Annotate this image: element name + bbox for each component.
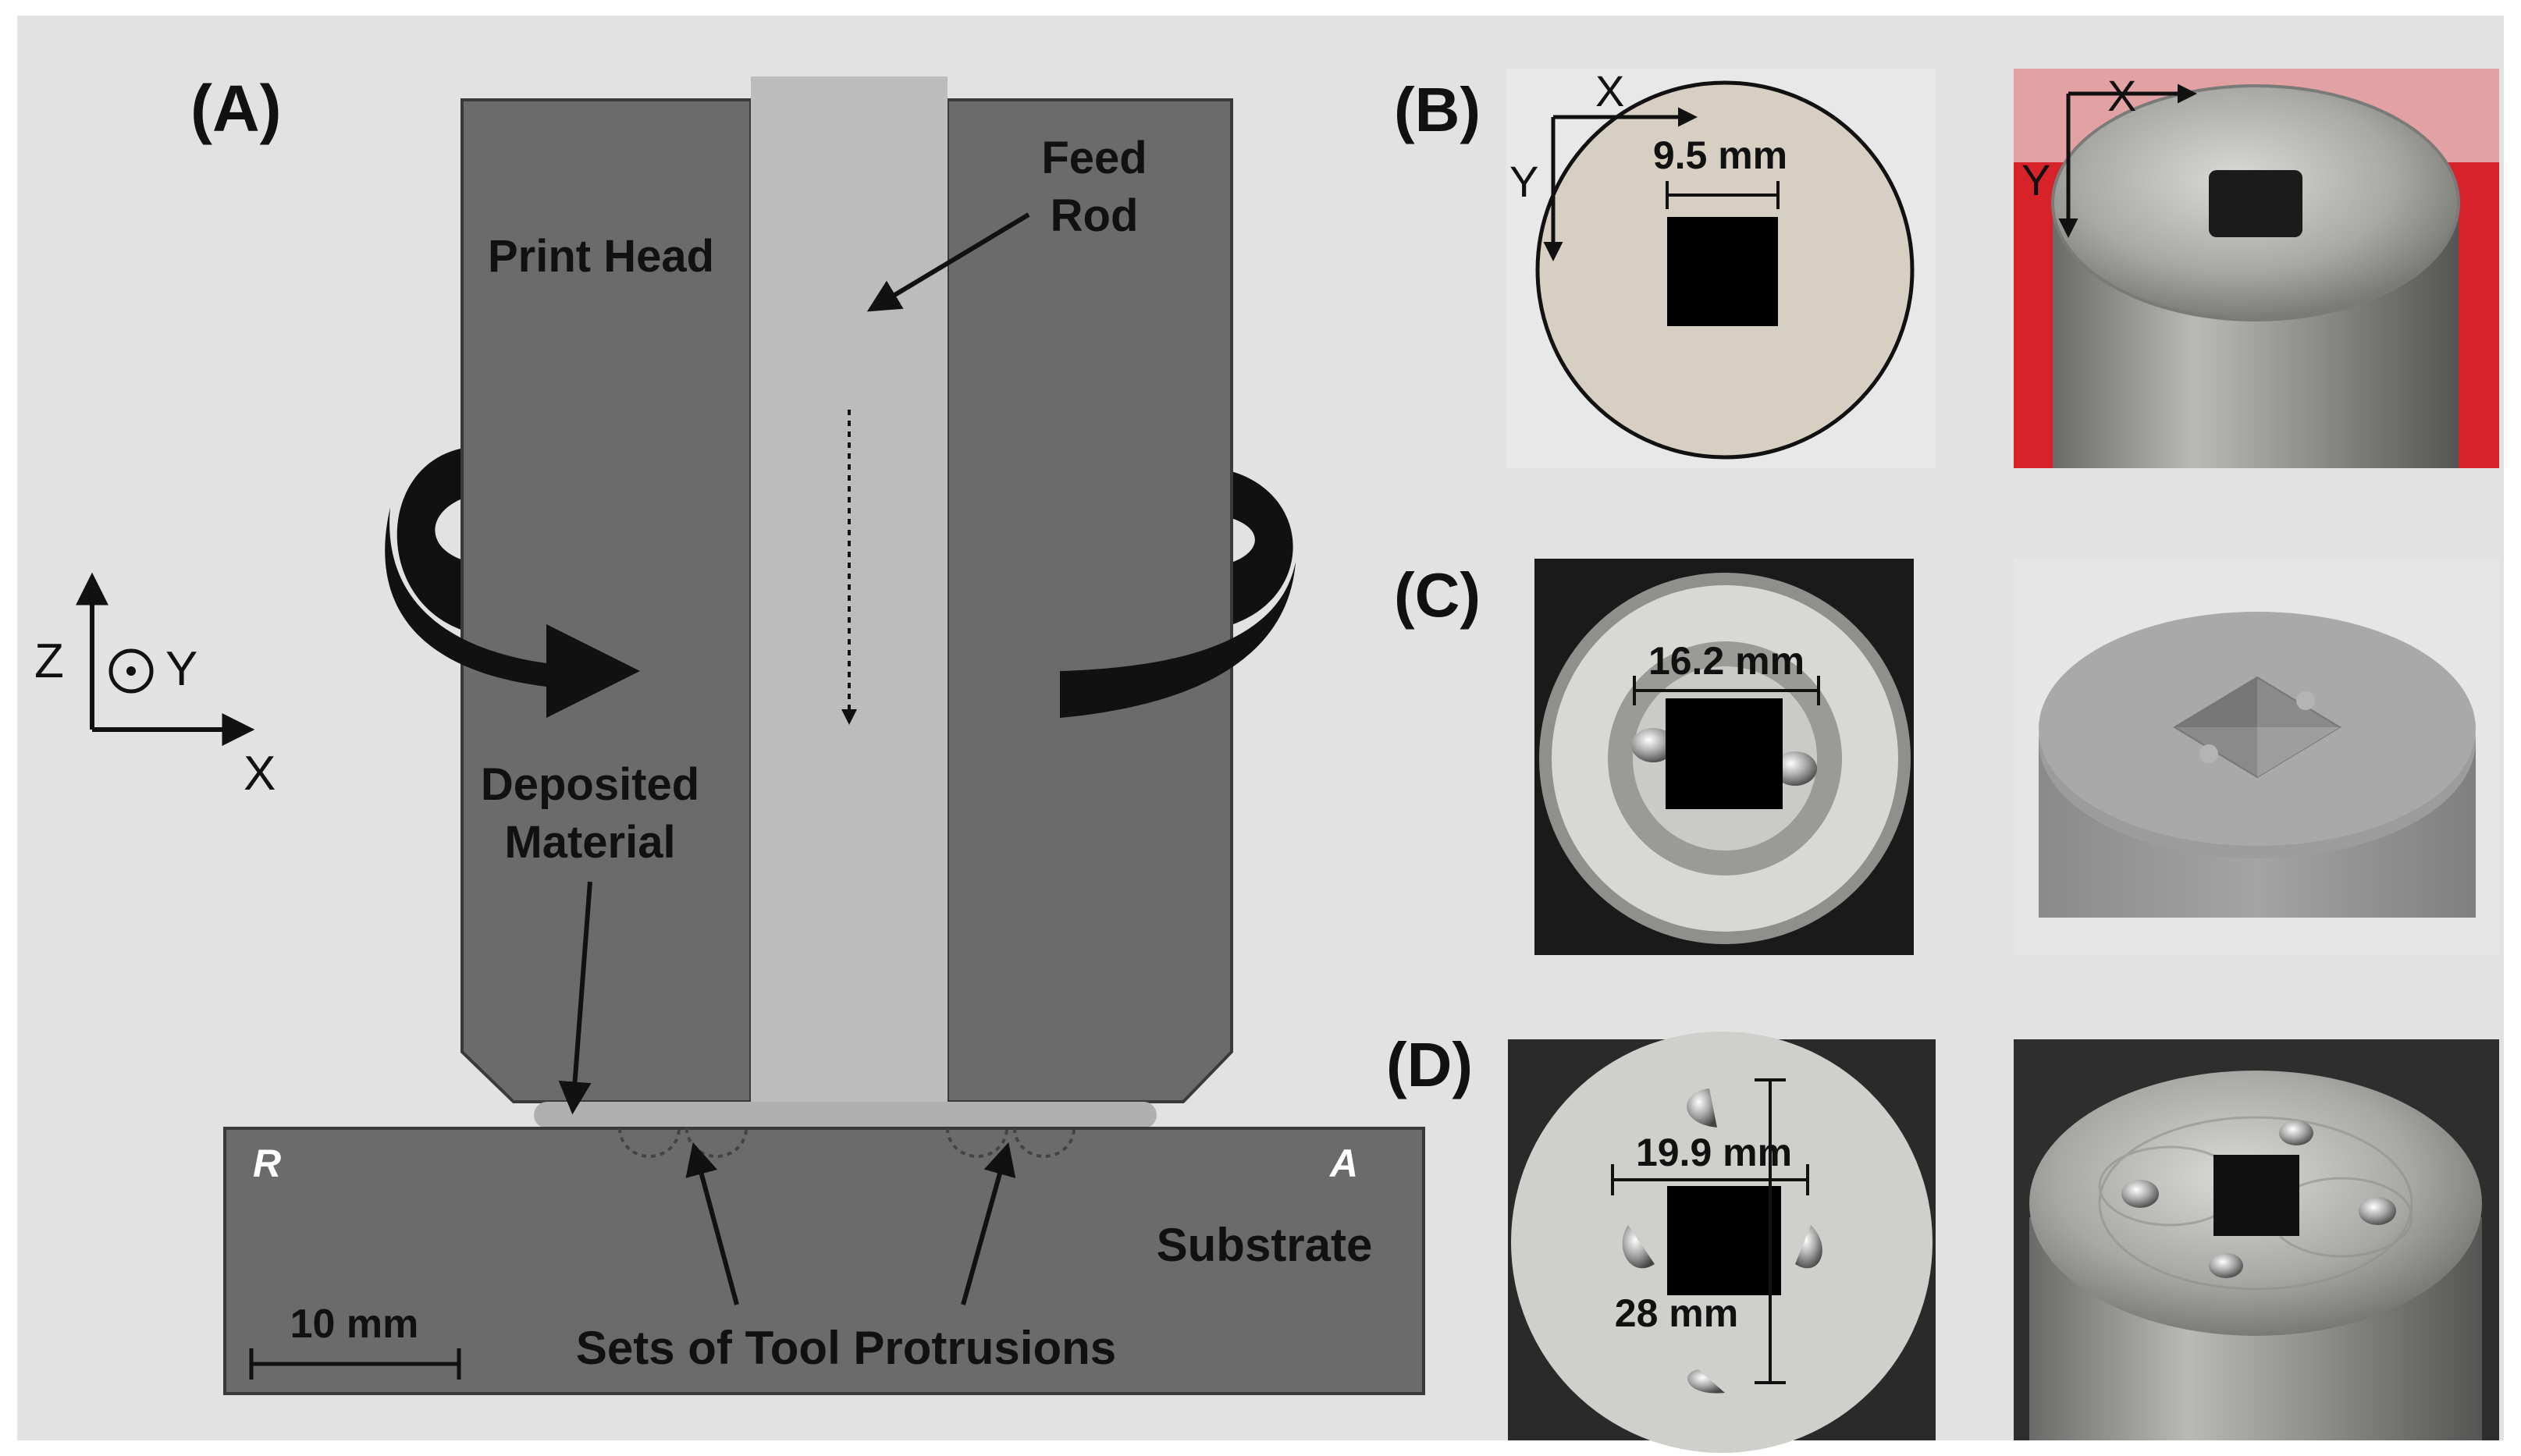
rotation-arrow-front-right (1060, 562, 1296, 718)
feed-rod (751, 76, 948, 1130)
deposited-material-layer (534, 1102, 1157, 1128)
deposited-label-line1: Deposited (481, 759, 699, 810)
rotation-arrow-back (396, 449, 468, 632)
panel-a-letter: (A) (190, 72, 282, 145)
panel-b-letter: (B) (1394, 75, 1481, 144)
panel-c-letter: (C) (1394, 560, 1481, 630)
axis-y-label: Y (165, 642, 197, 696)
rotation-arrow-back-right (1218, 468, 1293, 624)
tool-photo-d-textured (2014, 1039, 2499, 1440)
dimension-c-label: 16.2 mm (1648, 639, 1805, 683)
axis-z-label: Z (34, 634, 64, 688)
photo-axis-y: Y (2021, 155, 2050, 204)
side-r-label: R (253, 1142, 281, 1185)
substrate-label: Substrate (1157, 1219, 1373, 1271)
print-head-right (946, 98, 1233, 1103)
photo-b-square-hole (2209, 170, 2302, 237)
dimension-line-b (1666, 181, 1780, 209)
diagram-axis-y: Y (1509, 157, 1538, 206)
photo-d-textured-square-hole (2213, 1155, 2299, 1236)
panel-d: (D) 19.9 mm 28 mm (1386, 1030, 2499, 1453)
tool-photo-d (1508, 1032, 1936, 1453)
photo-c-square-hole (1666, 698, 1783, 809)
panel-b: (B) 9.5 mm X Y X Y (1394, 66, 2499, 468)
panel-c: (C) 16.2 mm (1394, 559, 2499, 955)
coordinate-axes (76, 572, 255, 746)
print-head-label: Print Head (488, 231, 714, 282)
dimension-line-d-length (1755, 1078, 1786, 1384)
tool-protrusions (618, 1128, 1076, 1158)
protrusions-pointer-left (685, 1142, 739, 1305)
tool-photo-b (2014, 69, 2499, 468)
dimension-d-width-label: 19.9 mm (1636, 1131, 1792, 1174)
cad-render-c (2014, 559, 2499, 955)
protrusions-label: Sets of Tool Protrusions (576, 1322, 1116, 1374)
side-a-label: A (1328, 1142, 1358, 1185)
dimension-line-d-width (1611, 1164, 1809, 1195)
dimension-d-length-label: 28 mm (1615, 1291, 1738, 1335)
diagram-axis-x: X (1595, 66, 1624, 115)
panel-a: (A) Print Head Feed Rod Deposite (34, 72, 1425, 1395)
feed-rod-label-line1: Feed (1041, 133, 1147, 183)
dimension-line-c (1633, 676, 1820, 705)
feed-rod-label-line2: Rod (1051, 190, 1139, 241)
dimension-b-label: 9.5 mm (1653, 133, 1787, 177)
photo-d-square-hole (1667, 1186, 1781, 1295)
tool-square-hole (1667, 217, 1778, 326)
scale-bar (249, 1348, 461, 1380)
out-of-plane-axis-icon (108, 648, 154, 694)
feed-rod-pointer (866, 212, 1030, 312)
photo-axis-x: X (2107, 71, 2136, 120)
protrusions-pointer-right (961, 1142, 1016, 1305)
substrate (223, 1127, 1425, 1395)
deposited-label-line2: Material (504, 817, 675, 868)
axis-x-label: X (244, 747, 276, 801)
panel-d-letter: (D) (1386, 1030, 1473, 1099)
rotation-arrow-front-left (385, 507, 640, 718)
scale-bar-label: 10 mm (290, 1302, 419, 1347)
tool-photo-c (1534, 559, 1914, 955)
deposited-pointer (558, 881, 592, 1115)
